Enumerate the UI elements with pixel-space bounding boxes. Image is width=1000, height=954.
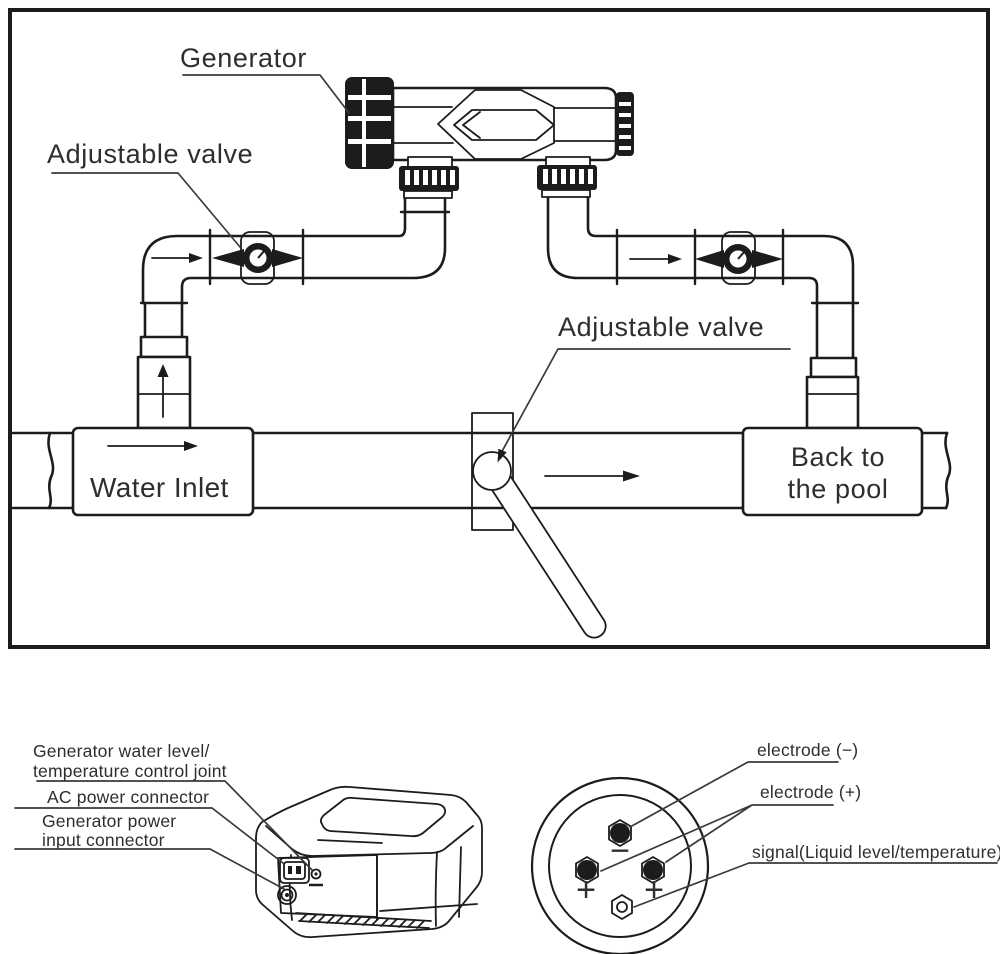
pool-drop-pipe	[805, 301, 860, 430]
electrode-negative-leader	[629, 761, 839, 828]
back-to-pool-tee: Back to the pool	[741, 426, 924, 517]
back-to-pool-label-line1: Back to	[791, 442, 885, 472]
electrode-positive-leader	[600, 804, 834, 872]
power-input-label-line1: Generator power	[42, 811, 176, 831]
connector-outer-ring	[530, 776, 710, 954]
signal-leader	[633, 862, 998, 908]
generator-body	[391, 86, 618, 162]
power-input-leader	[14, 848, 285, 890]
ac-power-label: AC power connector	[47, 787, 209, 807]
adjustable-valve-center-leader	[499, 348, 791, 456]
valve-ball	[472, 451, 512, 491]
connector-inner-ring	[548, 794, 692, 938]
adjustable-valve-left-leader	[51, 172, 241, 248]
psu-top-recess	[319, 796, 447, 838]
vent-grille	[295, 912, 432, 929]
plumbing-callouts: Generator Adjustable valve Adjustable va…	[47, 43, 791, 463]
flow-arrows	[151, 253, 682, 482]
power-supply-callouts: Generator water level/ temperature contr…	[14, 741, 314, 890]
plus-symbol-left: +	[576, 871, 596, 909]
water-inlet-tee: Water Inlet	[71, 426, 255, 517]
pipe-break-left	[47, 431, 55, 510]
left-upper-run	[139, 196, 451, 305]
psu-base-line	[379, 903, 478, 912]
plus-symbol-right: +	[644, 871, 664, 909]
center-adjustable-valve	[471, 412, 607, 639]
water-level-joint-label-line1: Generator water level/	[33, 741, 210, 761]
psu-handle-notch	[317, 839, 383, 844]
right-upper-run	[546, 195, 860, 305]
pipe-break-right	[944, 431, 952, 510]
electrode-pin-positive-right	[641, 856, 665, 884]
valve-wing	[212, 249, 244, 267]
generator-leader-line	[182, 74, 350, 114]
water-inlet-label: Water Inlet	[90, 472, 229, 503]
generator-left-cap	[345, 77, 394, 169]
ac-power-connector	[279, 857, 310, 884]
left-adjustable-valve	[208, 228, 305, 286]
power-supply-figure: Generator water level/ temperature contr…	[14, 741, 483, 939]
generator-right-union	[537, 156, 597, 198]
valve-wing	[695, 250, 724, 268]
right-adjustable-valve	[693, 228, 785, 286]
minus-symbol: −	[610, 832, 630, 870]
electrode-pin-positive-left	[575, 856, 599, 884]
connector-callouts: electrode (−) electrode (+) signal(Liqui…	[600, 740, 1000, 908]
power-input-jack	[277, 885, 297, 905]
water-level-joint-leader	[36, 780, 314, 872]
generator-cell	[345, 77, 634, 199]
electrode-negative-label: electrode (−)	[757, 740, 858, 760]
water-level-joint-label-line2: temperature control joint	[33, 761, 227, 781]
valve-wing	[272, 249, 303, 267]
generator-left-union	[399, 156, 459, 199]
connector-figure: − + + electrode (−) electrode (+) signal…	[530, 740, 1000, 954]
power-input-label-line2: input connector	[42, 830, 165, 850]
plumbing-panel: Water Inlet Back to the pool	[8, 8, 990, 649]
signal-label: signal(Liquid level/temperature)	[752, 842, 1000, 862]
generator-label: Generator	[180, 43, 307, 73]
power-supply-unit	[255, 785, 483, 939]
drop-neck	[805, 375, 860, 430]
back-to-pool-label-line2: the pool	[788, 474, 889, 504]
drop-union	[809, 356, 858, 379]
water-level-joint-port	[310, 868, 322, 880]
signal-pin	[611, 894, 633, 920]
psu-right-pillar	[434, 846, 462, 927]
electrode-positive-label: electrode (+)	[760, 782, 861, 802]
valve-body	[471, 412, 514, 531]
adjustable-valve-center-label: Adjustable valve	[558, 312, 764, 342]
adjustable-valve-left-label: Adjustable valve	[47, 139, 253, 169]
valve-wing	[752, 250, 783, 268]
ac-power-leader	[14, 807, 284, 864]
riser-union	[139, 335, 189, 359]
